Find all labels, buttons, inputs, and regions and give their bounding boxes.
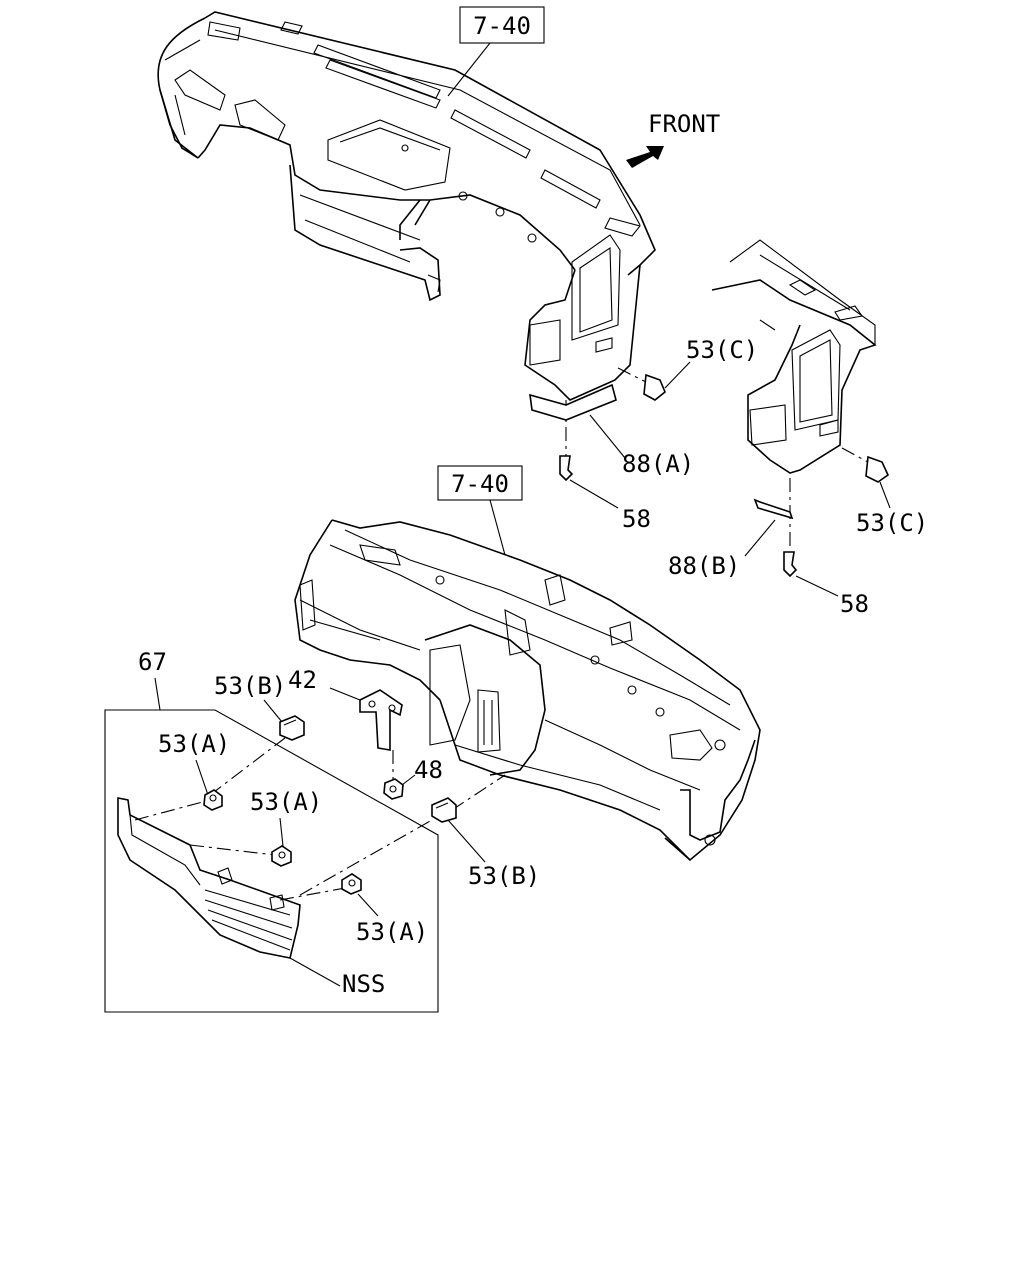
arrow-upper-right-icon: [626, 146, 664, 168]
front-indicator: FRONT: [626, 110, 720, 168]
front-label: FRONT: [648, 110, 720, 138]
nut-48: 48: [383, 756, 443, 800]
callout-53c-top: 53(C): [686, 336, 758, 364]
callout-53c-right: 53(C): [856, 509, 928, 537]
callout-88b: 88(B): [668, 552, 740, 580]
callout-53a-2: 53(A): [250, 788, 322, 816]
clip-53a-3: 53(A): [341, 873, 428, 946]
clip-53a-1: 53(A): [158, 730, 230, 811]
callout-88a: 88(A): [622, 450, 694, 478]
callout-53a-1: 53(A): [158, 730, 230, 758]
fastener-group-b: 53(C) 88(B) 58: [668, 447, 928, 618]
callout-nss: NSS: [342, 970, 385, 998]
callout-42: 42: [288, 666, 317, 694]
instrument-panel-end-detail: [711, 239, 877, 474]
instrument-panel-frame: 7-40: [294, 465, 761, 862]
bracket-42: 42: [288, 666, 403, 780]
clip-53b-bottom: 53(B): [431, 774, 540, 890]
callout-58-top: 58: [622, 505, 651, 533]
callout-67: 67: [138, 648, 167, 676]
lower-cover-detail-box: 67 NSS: [104, 648, 439, 1013]
callout-48: 48: [414, 756, 443, 784]
clip-53a-2: 53(A): [250, 788, 322, 867]
clip-53b-top: 53(B): [214, 672, 305, 741]
callout-58-right: 58: [840, 590, 869, 618]
callout-53b-bottom: 53(B): [468, 862, 540, 890]
callout-53b-top: 53(B): [214, 672, 286, 700]
reference-box-upper: 7-40: [447, 6, 545, 97]
callout-53a-3: 53(A): [356, 918, 428, 946]
reference-label-lower: 7-40: [451, 470, 509, 498]
reference-label-upper: 7-40: [473, 12, 531, 40]
instrument-panel-upper: [157, 11, 656, 401]
fastener-group-a: 53(C) 88(A) 58: [529, 336, 758, 533]
